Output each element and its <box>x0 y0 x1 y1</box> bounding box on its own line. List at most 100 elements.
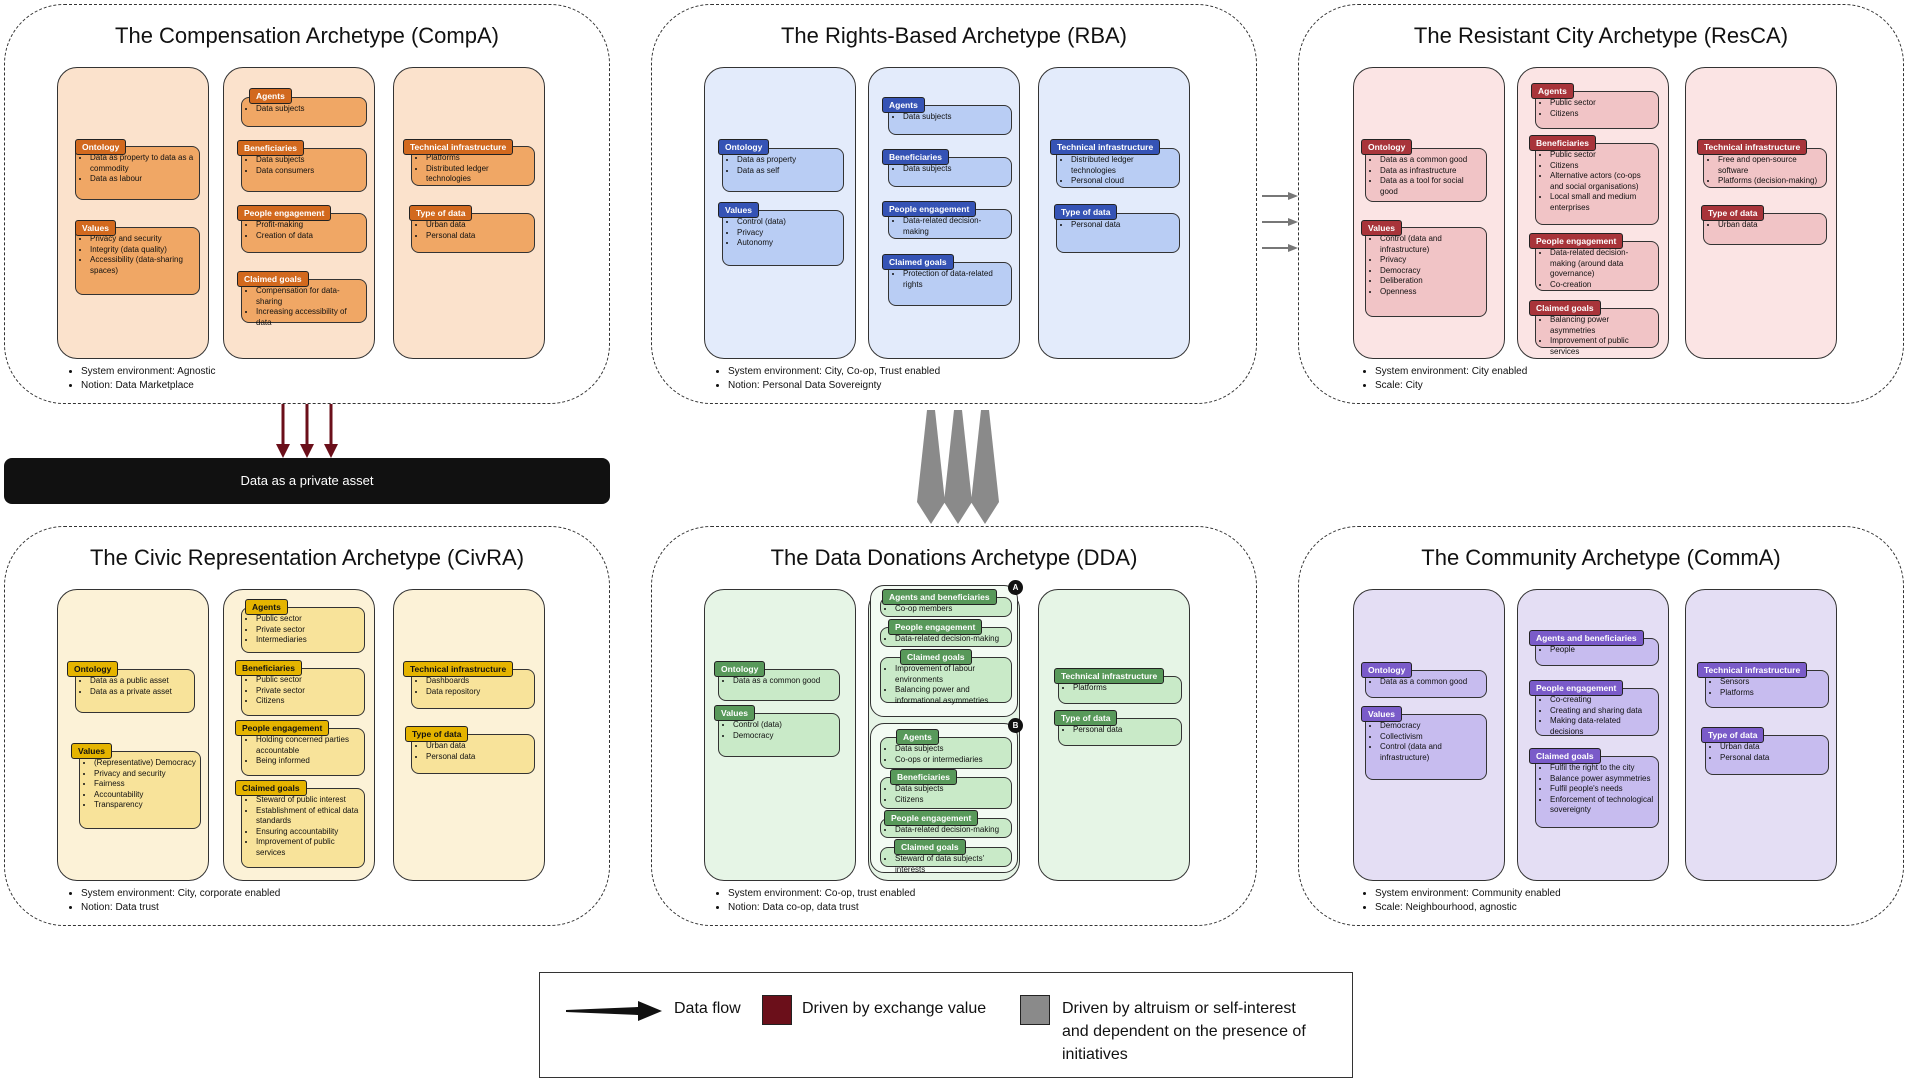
b-engagement-list: Data-related decision-making <box>886 825 1007 836</box>
type-list: Urban dataPersonal data <box>1711 742 1824 763</box>
altruism-arrow-2 <box>944 410 972 524</box>
agents-list: Public sectorCitizens <box>1541 98 1654 119</box>
values-list: (Representative) DemocracyPrivacy and se… <box>85 758 196 811</box>
archetype-resca: The Resistant City Archetype (ResCA) Ont… <box>1298 4 1904 404</box>
archetype-title: The Data Donations Archetype (DDA) <box>770 545 1138 570</box>
private-asset-bar: Data as a private asset <box>4 458 610 504</box>
type-list: Personal data <box>1062 220 1175 231</box>
b-goals-list: Steward of data subjects' interests <box>886 854 1007 875</box>
archetype-comma: The Community Archetype (CommA) Ontology… <box>1298 526 1904 926</box>
goals-label: Claimed goals <box>237 271 309 287</box>
ontology-label: Ontology <box>718 139 770 155</box>
altruism-arrow-3 <box>971 410 999 524</box>
archetype-rba: The Rights-Based Archetype (RBA) Ontolog… <box>651 4 1257 404</box>
values-label: Values <box>714 705 755 721</box>
values-box: Control (data and infrastructure)Privacy… <box>1365 227 1487 317</box>
a-engagement-list: Data-related decision-making <box>886 634 1007 645</box>
legend-altruism-line2: and dependent on the presence of <box>1062 1023 1306 1040</box>
subgroup-b-badge: B <box>1008 718 1023 733</box>
engagement-list: Data-related decision-making <box>894 216 1007 237</box>
values-list: Control (data and infrastructure)Privacy… <box>1371 234 1482 297</box>
engagement-label: People engagement <box>1529 233 1624 249</box>
engagement-list: Co-creatingCreating and sharing dataMaki… <box>1541 695 1654 737</box>
altruism-arrows <box>917 410 999 524</box>
ontology-list: Data as propertyData as self <box>728 155 839 176</box>
tech-list: DashboardsData repository <box>417 676 530 697</box>
tech-label: Technical infrastructure <box>403 661 514 677</box>
a-goals-list: Improvement of labour environmentsBalanc… <box>886 664 1007 706</box>
beneficiaries-box: Public sectorPrivate sectorCitizens <box>241 668 365 716</box>
a-agents-ben-label: Agents and beneficiaries <box>882 589 997 605</box>
beneficiaries-label: Beneficiaries <box>235 660 302 676</box>
archetype-title: The Community Archetype (CommA) <box>1421 545 1781 570</box>
engagement-list: Data-related decision-making (around dat… <box>1541 248 1654 290</box>
values-box: (Representative) DemocracyPrivacy and se… <box>79 751 201 829</box>
values-label: Values <box>1361 220 1402 236</box>
ontology-list: Data as a public assetData as a private … <box>81 676 190 697</box>
small-flow-arrows <box>1262 192 1298 252</box>
ontology-label: Ontology <box>67 661 119 677</box>
agents-label: Agents <box>882 97 925 113</box>
tech-list: Distributed ledger technologiesPersonal … <box>1062 155 1175 187</box>
legend-data-flow: Data flow <box>674 1000 741 1017</box>
exchange-arrowhead-1 <box>276 444 290 458</box>
engagement-box: Data-related decision-making (around dat… <box>1535 241 1659 291</box>
ontology-label: Ontology <box>75 139 127 155</box>
engagement-list: Profit-makingCreation of data <box>247 220 362 241</box>
ontology-list: Data as a common good <box>724 676 835 687</box>
archetype-notes: System environment: City, Co-op, Trust e… <box>714 365 940 393</box>
ontology-list: Data as a common good <box>1371 677 1482 688</box>
values-list: Control (data)Democracy <box>724 720 835 741</box>
a-agents-ben-list: Co-op members <box>886 604 1007 615</box>
tech-list: SensorsPlatforms <box>1711 677 1824 698</box>
agents-list: Data subjects <box>247 104 362 115</box>
ontology-box: Data as a common goodData as infrastruct… <box>1365 148 1487 202</box>
tech-list: PlatformsDistributed ledger technologies <box>417 153 530 185</box>
legend-altruism-line1: Driven by altruism or self-interest <box>1062 1000 1296 1017</box>
engagement-label: People engagement <box>237 205 332 221</box>
beneficiaries-label: Beneficiaries <box>1529 135 1596 151</box>
type-list: Urban data <box>1709 220 1822 231</box>
ontology-label: Ontology <box>1361 662 1413 678</box>
b-agents-list: Data subjectsCo-ops or intermediaries <box>886 744 1007 765</box>
goals-list: Balancing power asymmetriesImprovement o… <box>1541 315 1654 357</box>
b-engagement-label: People engagement <box>884 810 979 826</box>
agents-list: Data subjects <box>894 112 1007 123</box>
values-box: Privacy and securityIntegrity (data qual… <box>75 227 200 295</box>
goals-list: Steward of public interestEstablishment … <box>247 795 360 858</box>
goals-label: Claimed goals <box>1529 300 1601 316</box>
column-left <box>57 67 209 359</box>
type-label: Type of data <box>405 726 469 742</box>
engagement-list: Holding concerned parties accountableBei… <box>247 735 360 767</box>
ontology-label: Ontology <box>714 661 766 677</box>
b-beneficiaries-label: Beneficiaries <box>890 769 957 785</box>
a-goals-label: Claimed goals <box>900 649 972 665</box>
b-agents-label: Agents <box>896 729 939 745</box>
values-label: Values <box>718 202 759 218</box>
values-box: Control (data)PrivacyAutonomy <box>722 210 844 266</box>
values-label: Values <box>75 220 116 236</box>
engagement-label: People engagement <box>235 720 330 736</box>
goals-list: Fulfil the right to the cityBalance powe… <box>1541 763 1654 816</box>
agents-label: Agents <box>249 88 292 104</box>
engagement-label: People engagement <box>1529 680 1624 696</box>
agents-label: Agents <box>1531 83 1574 99</box>
goals-box: Steward of public interestEstablishment … <box>241 788 365 868</box>
agents-ben-label: Agents and beneficiaries <box>1529 630 1644 646</box>
values-label: Values <box>71 743 112 759</box>
legend-altruism-line3: initiatives <box>1062 1046 1128 1063</box>
column-left <box>57 589 209 881</box>
type-list: Personal data <box>1064 725 1177 736</box>
values-list: Control (data)PrivacyAutonomy <box>728 217 839 249</box>
agents-list: Public sectorPrivate sectorIntermediarie… <box>247 614 360 646</box>
beneficiaries-label: Beneficiaries <box>237 140 304 156</box>
ontology-list: Data as property to data as a commodityD… <box>81 153 195 185</box>
beneficiaries-list: Public sectorPrivate sectorCitizens <box>247 675 360 707</box>
values-box: DemocracyCollectivismControl (data and i… <box>1365 714 1487 780</box>
exchange-arrowhead-3 <box>324 444 338 458</box>
engagement-label: People engagement <box>882 201 977 217</box>
beneficiaries-list: Public sectorCitizensAlternative actors … <box>1541 150 1654 213</box>
type-label: Type of data <box>1054 204 1118 220</box>
archetype-title: The Compensation Archetype (CompA) <box>115 23 499 48</box>
